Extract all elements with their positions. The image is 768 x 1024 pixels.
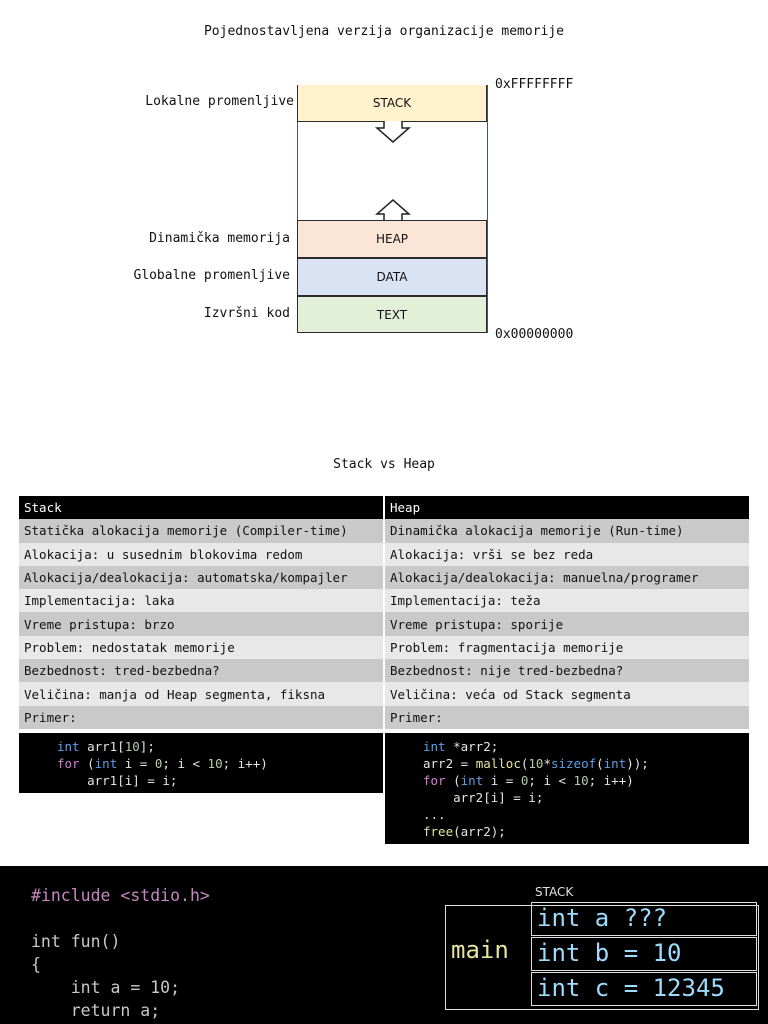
text-description: Izvršni kod xyxy=(203,306,290,321)
top-address: 0xFFFFFFFF xyxy=(495,77,574,92)
data-description: Globalne promenljive xyxy=(133,268,290,283)
table-row: Primer: xyxy=(385,705,749,729)
code-line-fun-decl: int fun() xyxy=(31,932,121,951)
data-segment: DATA xyxy=(297,258,487,296)
table-row: Veličina: manja od Heap segmenta, fiksna xyxy=(19,682,383,706)
table-row: Statička alokacija memorije (Compiler-ti… xyxy=(19,519,383,543)
table-row: Alokacija/dealokacija: manuelna/programe… xyxy=(385,565,749,590)
stack-cell-a: int a ??? xyxy=(531,902,757,936)
table-row: Bezbednost: nije tred-bezbedna? xyxy=(385,659,749,683)
table-row: Problem: nedostatak memorije xyxy=(19,635,383,660)
table-row: Dinamička alokacija memorije (Run-time) xyxy=(385,519,749,543)
stack-cell-c: int c = 12345 xyxy=(531,972,757,1006)
frame-label: main xyxy=(451,936,509,964)
heap-header: Heap xyxy=(385,496,749,520)
code-line: int *arr2; xyxy=(423,738,499,754)
heap-grow-arrow-icon xyxy=(375,199,411,221)
stack-segment-label: STACK xyxy=(372,96,412,110)
heap-segment: HEAP xyxy=(297,220,487,258)
bottom-address: 0x00000000 xyxy=(495,327,574,342)
code-line-include: #include <stdio.h> xyxy=(31,886,210,905)
table-row: Vreme pristupa: brzo xyxy=(19,612,383,636)
code-line: for (int i = 0; i < 10; i++) xyxy=(423,772,634,788)
data-segment-label: DATA xyxy=(376,270,408,284)
memory-frame xyxy=(297,85,488,333)
heap-code-example: int *arr2; arr2 = malloc(10*sizeof(int))… xyxy=(385,732,749,844)
text-segment: TEXT xyxy=(297,296,487,333)
code-example-panel: #include <stdio.h> int fun() { int a = 1… xyxy=(0,866,768,1024)
stack-grow-arrow-icon xyxy=(375,121,411,143)
stack-cell-b: int b = 10 xyxy=(531,937,757,971)
table-row: Implementacija: laka xyxy=(19,589,383,613)
stack-header: Stack xyxy=(19,496,383,520)
stack-code-example: int arr1[10]; for (int i = 0; i < 10; i+… xyxy=(19,732,383,793)
stack-description: Lokalne promenljive xyxy=(145,94,294,109)
table-row: Problem: fragmentacija memorije xyxy=(385,635,749,660)
table-row: Alokacija/dealokacija: automatska/kompaj… xyxy=(19,565,383,590)
code-line: arr1[i] = i; xyxy=(57,772,178,788)
table-row: Implementacija: teža xyxy=(385,589,749,613)
table-row: Vreme pristupa: sporije xyxy=(385,612,749,636)
code-line: ... xyxy=(423,806,446,822)
code-line: arr2[i] = i; xyxy=(423,789,544,805)
table-row: Alokacija: u susednim blokovima redom xyxy=(19,542,383,566)
code-line: int arr1[10]; xyxy=(57,738,155,754)
code-line-int-a: int a = 10; xyxy=(31,978,181,997)
code-line: free(arr2); xyxy=(423,823,506,839)
code-line: arr2 = malloc(10*sizeof(int)); xyxy=(423,755,649,771)
stack-diagram-title: STACK xyxy=(535,885,574,899)
heap-column: Heap Dinamička alokacija memorije (Run-t… xyxy=(385,496,749,844)
stack-segment: STACK xyxy=(297,85,487,122)
heap-description: Dinamička memorija xyxy=(149,231,290,246)
table-row: Bezbednost: tred-bezbedna? xyxy=(19,659,383,683)
code-line: for (int i = 0; i < 10; i++) xyxy=(57,755,268,771)
table-row: Veličina: veća od Stack segmenta xyxy=(385,682,749,706)
stack-column: Stack Statička alokacija memorije (Compi… xyxy=(19,496,383,793)
code-line-open-brace: { xyxy=(31,955,41,974)
heap-segment-label: HEAP xyxy=(375,232,409,246)
table-row: Primer: xyxy=(19,705,383,729)
main-stack-frame: main xyxy=(445,905,759,1010)
table-row: Alokacija: vrši se bez reda xyxy=(385,542,749,566)
text-segment-label: TEXT xyxy=(376,307,408,322)
memory-diagram-title: Pojednostavljena verzija organizacije me… xyxy=(203,24,565,39)
comparison-title: Stack vs Heap xyxy=(333,457,435,472)
code-line-return: return a; xyxy=(31,1001,161,1020)
